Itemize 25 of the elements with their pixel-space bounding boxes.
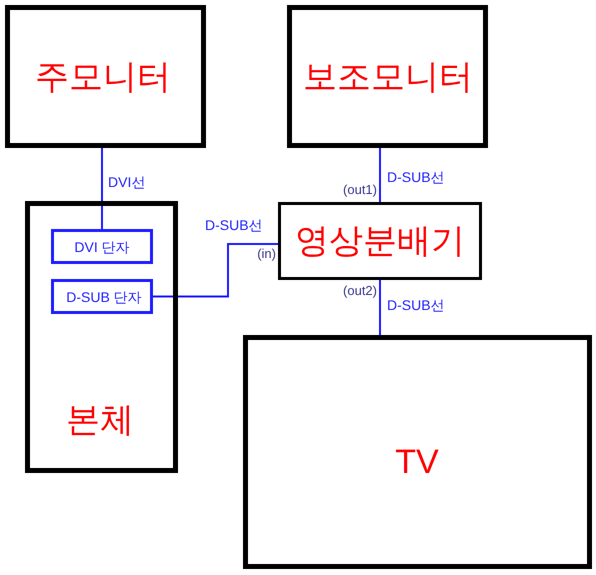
port-name: (in) <box>257 247 276 260</box>
splitter-box <box>278 202 482 280</box>
cable-line <box>101 148 103 229</box>
port-name: (out1) <box>343 183 377 196</box>
device-label: 본체 <box>66 403 134 437</box>
port-label: DVI 단자 <box>74 240 130 254</box>
device-label: TV <box>395 445 439 479</box>
port-name: (out2) <box>343 284 377 297</box>
cable-line <box>153 243 278 298</box>
edge-label: D-SUB선 <box>205 218 263 232</box>
cable-line <box>379 148 381 202</box>
cable-line <box>379 280 381 335</box>
device-label: 보조모니터 <box>303 60 473 94</box>
device-label: 주모니터 <box>35 60 171 94</box>
device-box <box>25 201 178 473</box>
port-box <box>51 279 153 314</box>
edge-label: D-SUB선 <box>387 170 445 184</box>
edge-label: DVI선 <box>108 175 146 189</box>
device-box <box>287 5 488 148</box>
device-box <box>5 5 206 148</box>
device-label: 영상분배기 <box>295 224 465 258</box>
edge-label: D-SUB선 <box>387 298 445 312</box>
port-box <box>51 229 153 264</box>
port-label: D-SUB 단자 <box>66 290 142 304</box>
device-box <box>243 335 592 569</box>
